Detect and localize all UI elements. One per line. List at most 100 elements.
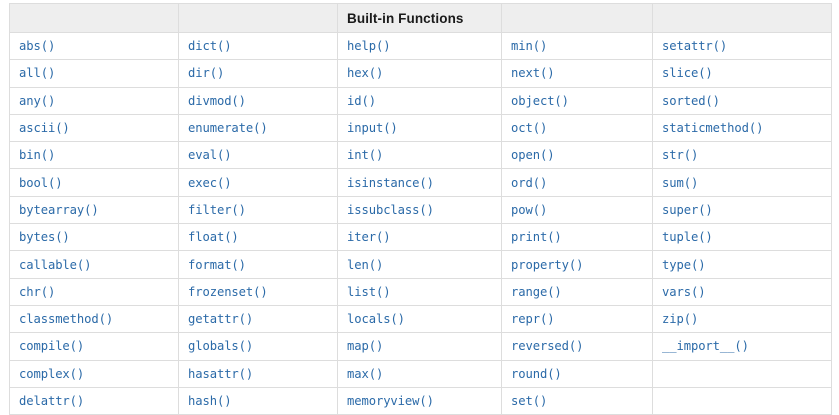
builtin-function-link[interactable]: max()	[347, 366, 384, 381]
builtin-function-link[interactable]: isinstance()	[347, 175, 434, 190]
builtin-function-link[interactable]: iter()	[347, 230, 391, 245]
builtin-function-link[interactable]: bool()	[19, 175, 63, 190]
builtin-function-link[interactable]: format()	[188, 257, 246, 272]
table-cell: reversed()	[501, 332, 653, 361]
builtin-function-link[interactable]: open()	[511, 148, 555, 163]
builtin-function-link[interactable]: repr()	[511, 312, 555, 327]
builtin-function-link[interactable]: memoryview()	[347, 394, 434, 408]
builtin-function-link[interactable]: sorted()	[662, 93, 720, 108]
builtin-function-link[interactable]: min()	[511, 39, 548, 54]
builtin-function-link[interactable]: any()	[19, 93, 56, 108]
builtin-function-link[interactable]: __import__()	[662, 339, 749, 354]
builtin-function-link[interactable]: dict()	[188, 39, 232, 54]
builtin-function-link[interactable]: exec()	[188, 175, 232, 190]
table-row: abs() dict() help() min() setattr()	[9, 31, 832, 61]
table-cell: property()	[501, 250, 653, 279]
table-row: any() divmod() id() object() sorted()	[9, 86, 832, 115]
builtin-function-link[interactable]: bytearray()	[19, 202, 99, 217]
builtin-function-link[interactable]: staticmethod()	[662, 121, 764, 136]
builtin-function-link[interactable]: str()	[662, 148, 699, 163]
table-cell: set()	[501, 386, 653, 415]
table-cell: hex()	[337, 59, 502, 88]
builtin-function-link[interactable]: oct()	[511, 121, 548, 136]
builtin-function-link[interactable]: property()	[511, 257, 584, 272]
table-cell: callable()	[9, 250, 179, 279]
builtin-function-link[interactable]: int()	[347, 148, 384, 163]
table-cell: dir()	[178, 59, 338, 88]
builtin-function-link[interactable]: filter()	[188, 202, 246, 217]
builtin-function-link[interactable]: abs()	[19, 39, 56, 54]
table-header-cell-2	[178, 3, 338, 33]
table-cell: slice()	[652, 59, 832, 88]
builtin-function-link[interactable]: vars()	[662, 284, 706, 299]
builtin-function-link[interactable]: object()	[511, 93, 569, 108]
builtin-function-link[interactable]: hasattr()	[188, 366, 254, 381]
builtin-function-link[interactable]: frozenset()	[188, 284, 268, 299]
builtin-function-link[interactable]: list()	[347, 284, 391, 299]
builtin-function-link[interactable]: all()	[19, 66, 56, 81]
builtin-function-link[interactable]: complex()	[19, 366, 85, 381]
builtin-function-link[interactable]: bytes()	[19, 230, 70, 245]
builtin-function-link[interactable]: slice()	[662, 66, 713, 81]
builtin-function-link[interactable]: ascii()	[19, 121, 70, 136]
builtin-function-link[interactable]: reversed()	[511, 339, 584, 354]
builtin-function-link[interactable]: dir()	[188, 66, 225, 81]
builtin-function-link[interactable]: float()	[188, 230, 239, 245]
builtin-function-link[interactable]: id()	[347, 93, 376, 108]
table-cell: bytearray()	[9, 195, 179, 225]
builtin-function-link[interactable]: zip()	[662, 312, 699, 327]
builtin-function-link[interactable]: chr()	[19, 284, 56, 299]
builtin-function-link[interactable]: enumerate()	[188, 121, 268, 136]
table-cell: globals()	[178, 332, 338, 361]
table-row: bytearray() filter() issubclass() pow() supe…	[9, 195, 832, 225]
builtin-function-link[interactable]: hash()	[188, 394, 232, 408]
builtin-function-link[interactable]: help()	[347, 39, 391, 54]
table-row: callable() format() len() property() type()	[9, 250, 832, 279]
builtin-function-link[interactable]: issubclass()	[347, 202, 434, 217]
table-cell: isinstance()	[337, 168, 502, 197]
builtin-function-link[interactable]: round()	[511, 366, 562, 381]
table-cell: hash()	[178, 386, 338, 415]
table-cell: super()	[652, 195, 832, 225]
table-cell: id()	[337, 86, 502, 115]
builtin-function-link[interactable]: map()	[347, 339, 384, 354]
builtin-function-link[interactable]: callable()	[19, 257, 92, 272]
table-cell: divmod()	[178, 86, 338, 115]
builtin-function-link[interactable]: getattr()	[188, 312, 254, 327]
builtin-function-link[interactable]: locals()	[347, 312, 405, 327]
builtin-function-link[interactable]: set()	[511, 394, 548, 408]
builtin-function-link[interactable]: type()	[662, 257, 706, 272]
table-cell: tuple()	[652, 223, 832, 252]
builtin-function-link[interactable]: delattr()	[19, 394, 85, 408]
table-row: chr() frozenset() list() range() vars()	[9, 277, 832, 306]
builtin-function-link[interactable]: bin()	[19, 148, 56, 163]
builtin-function-link[interactable]: pow()	[511, 202, 548, 217]
builtin-function-link[interactable]: classmethod()	[19, 312, 114, 327]
table-cell: type()	[652, 250, 832, 279]
builtin-function-link[interactable]: input()	[347, 121, 398, 136]
builtin-function-link[interactable]: print()	[511, 230, 562, 245]
builtin-function-link[interactable]: ord()	[511, 175, 548, 190]
table-cell: oct()	[501, 113, 653, 143]
builtin-function-link[interactable]: divmod()	[188, 93, 246, 108]
builtin-function-link[interactable]: next()	[511, 66, 555, 81]
table-cell: range()	[501, 277, 653, 306]
builtin-function-link[interactable]: globals()	[188, 339, 254, 354]
table-cell: format()	[178, 250, 338, 279]
builtin-function-link[interactable]: tuple()	[662, 230, 713, 245]
builtin-function-link[interactable]: compile()	[19, 339, 85, 354]
table-cell: list()	[337, 277, 502, 306]
builtin-function-link[interactable]: len()	[347, 257, 384, 272]
table-row: ascii() enumerate() input() oct() staticmeth…	[9, 113, 832, 143]
table-cell: pow()	[501, 195, 653, 225]
builtin-function-link[interactable]: super()	[662, 202, 713, 217]
built-in-functions-table-container: Built-in Functions abs()dict()help()min(…	[9, 3, 832, 415]
builtin-function-link[interactable]: setattr()	[662, 39, 728, 54]
table-cell: exec()	[178, 168, 338, 197]
builtin-function-link[interactable]: range()	[511, 284, 562, 299]
table-cell: ascii()	[9, 113, 179, 143]
builtin-function-link[interactable]: sum()	[662, 175, 699, 190]
builtin-function-link[interactable]: eval()	[188, 148, 232, 163]
builtin-function-link[interactable]: hex()	[347, 66, 384, 81]
table-cell: filter()	[178, 195, 338, 225]
